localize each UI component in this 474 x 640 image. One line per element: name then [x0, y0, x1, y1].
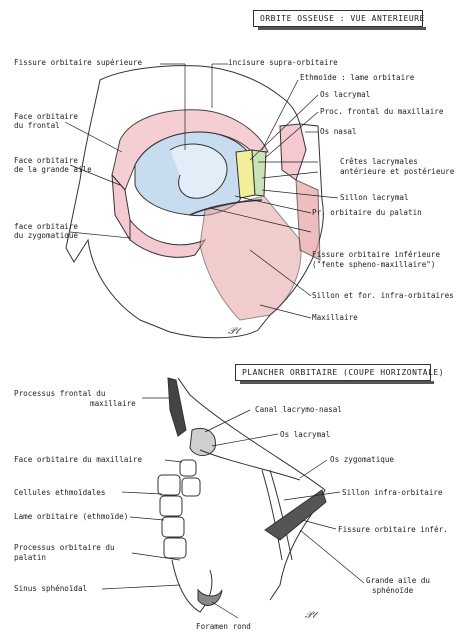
label-proc-frontal-2: maxillaire	[90, 399, 136, 408]
label-sillon-infra-top: Sillon et for. infra-orbitaires	[312, 291, 454, 300]
label-fissure-inf-bottom: Fissure orbitaire infér.	[338, 525, 448, 534]
signature-top: 𝒫𝓉	[228, 326, 239, 337]
label-proc-frontal: Proc. frontal du maxillaire	[320, 107, 444, 116]
maxilla-edge	[295, 179, 321, 261]
lateral-wall	[177, 377, 326, 601]
label-cretes-2: antérieure et postérieure	[340, 167, 455, 176]
label-face-zyg-1: face orbitaire	[14, 222, 79, 231]
label-face-max: Face orbitaire du maxillaire	[14, 455, 143, 464]
greater-wing	[264, 489, 327, 541]
label-cellules: Cellules ethmoïdales	[14, 488, 106, 497]
ethmoid-detail	[169, 143, 228, 199]
label-lame: Lame orbitaire (ethmoïde)	[14, 512, 129, 521]
label-fissure-inf-2: ("fente spheno-maxillaire")	[312, 260, 436, 269]
inferior-fissure	[189, 199, 263, 216]
label-foramen: Foramen rond	[196, 622, 251, 631]
label-incisure: incisure supra-orbitaire	[228, 58, 338, 67]
top-title: ORBITE OSSEUSE : VUE ANTERIEURE	[253, 10, 426, 30]
foramen-rond	[197, 588, 223, 606]
label-proc-frontal-1: Processus frontal du	[14, 389, 106, 398]
signature-bottom: 𝒫𝓉	[305, 610, 316, 621]
label-proc-palatin-1: Processus orbitaire du	[14, 543, 115, 552]
label-os-nasal: Os nasal	[320, 127, 357, 136]
label-face-frontal-2: du frontal	[14, 121, 60, 130]
label-ethmoide: Ethmoïde : lame orbitaire	[300, 73, 415, 82]
skull-outline	[65, 65, 324, 339]
label-grande-aile-2: sphénoïde	[372, 586, 414, 595]
infraorbital-groove	[261, 469, 283, 561]
label-grande-aile-1: Grande aile du	[366, 576, 431, 585]
label-os-zyg: Os zygomatique	[330, 455, 395, 464]
label-canal: Canal lacrymo-nasal	[255, 405, 342, 414]
label-fissure-sup: Fissure orbitaire supérieure	[14, 58, 143, 67]
label-fissure-inf-1: Fissure orbitaire inférieure	[312, 250, 441, 259]
lacrymal-canal	[189, 427, 216, 456]
label-face-frontal-1: Face orbitaire	[14, 112, 79, 121]
bottom-title: PLANCHER ORBITAIRE (COUPE HORIZONTALE)	[235, 364, 444, 384]
label-cretes-1: Crêtes lacrymales	[340, 157, 418, 166]
label-pr-palatin: Pr. orbitaire du palatin	[312, 208, 422, 217]
nasal-bone	[279, 123, 307, 181]
label-sillon-infra-bottom: Sillon infra-orbitaire	[342, 488, 443, 497]
zygomatic-face	[129, 218, 207, 258]
maxilla	[199, 195, 302, 321]
ethmoid-cells	[157, 459, 201, 559]
label-sinus: Sinus sphénoïdal	[14, 584, 88, 593]
frontal-process	[167, 377, 187, 437]
orbit-floor-section	[101, 377, 365, 619]
label-face-zyg-2: du zygomatique	[14, 231, 79, 240]
label-face-aile-2: de la grande aile	[14, 165, 92, 174]
label-maxillaire: Maxillaire	[312, 313, 358, 322]
sphenoid-sinus	[171, 559, 213, 613]
orbital-floor	[199, 449, 301, 481]
label-face-aile-1: Face orbitaire	[14, 156, 79, 165]
label-os-lacrymal-bottom: Os lacrymal	[280, 430, 331, 439]
label-os-lacrymal-top: Os lacrymal	[320, 90, 371, 99]
label-sillon-lacrymal: Sillon lacrymal	[340, 193, 409, 202]
orbit-anterior-view	[64, 63, 339, 339]
label-proc-palatin-2: palatin	[14, 553, 47, 562]
